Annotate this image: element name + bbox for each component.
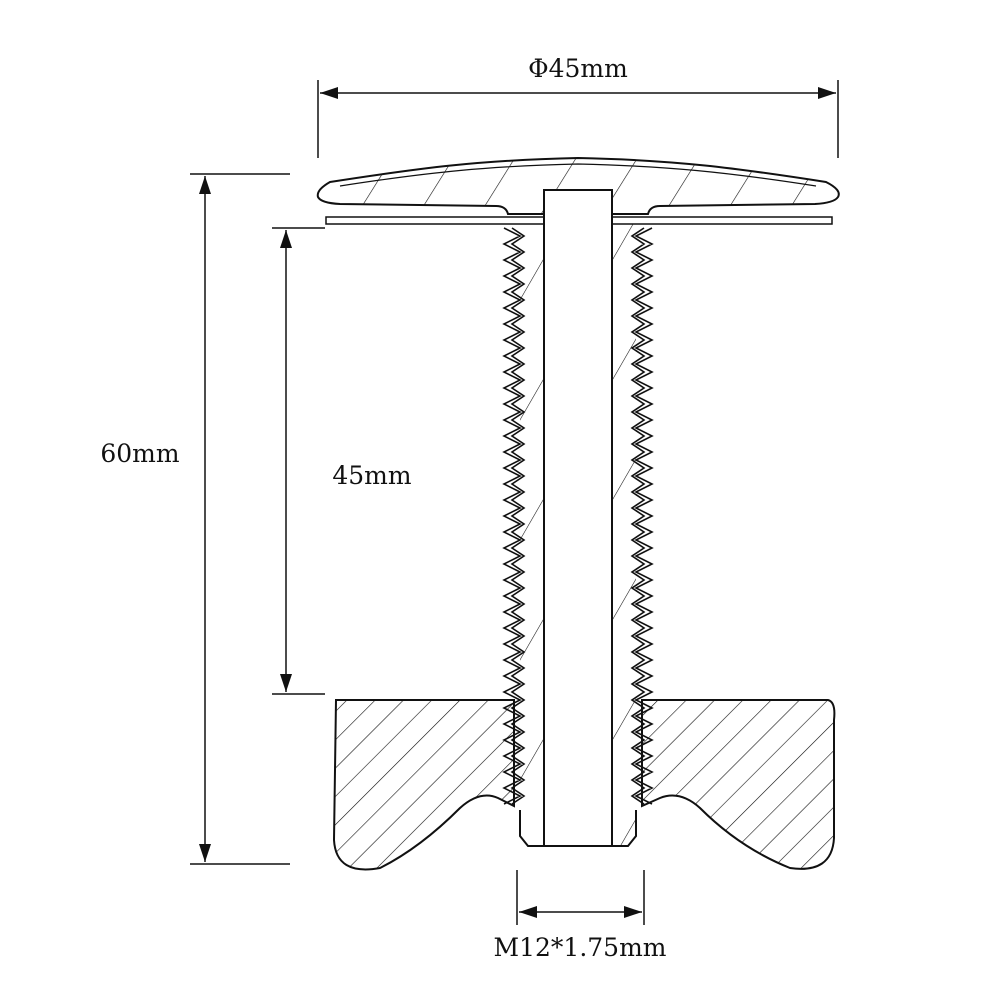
mounting-block: [332, 699, 836, 871]
cap-inner-edge: [339, 163, 817, 187]
diameter-label: Φ45mm: [528, 54, 628, 83]
total-height-label: 60mm: [100, 439, 180, 468]
shank-tip: [519, 810, 637, 847]
thread-spec-dimension: [516, 870, 645, 925]
thread-spec-label: M12*1.75mm: [494, 933, 667, 962]
total-height-dimension: [190, 173, 290, 865]
central-bore: [543, 189, 613, 847]
thread-length-label: 45mm: [332, 461, 412, 490]
shank-right-wall: [612, 224, 636, 846]
block-left-section: [332, 699, 515, 871]
threaded-shank: [502, 189, 654, 847]
shank-left-wall: [520, 224, 544, 846]
thread-length-dimension: [272, 227, 325, 695]
block-right-section: [641, 699, 836, 870]
diameter-dimension: [317, 80, 839, 158]
